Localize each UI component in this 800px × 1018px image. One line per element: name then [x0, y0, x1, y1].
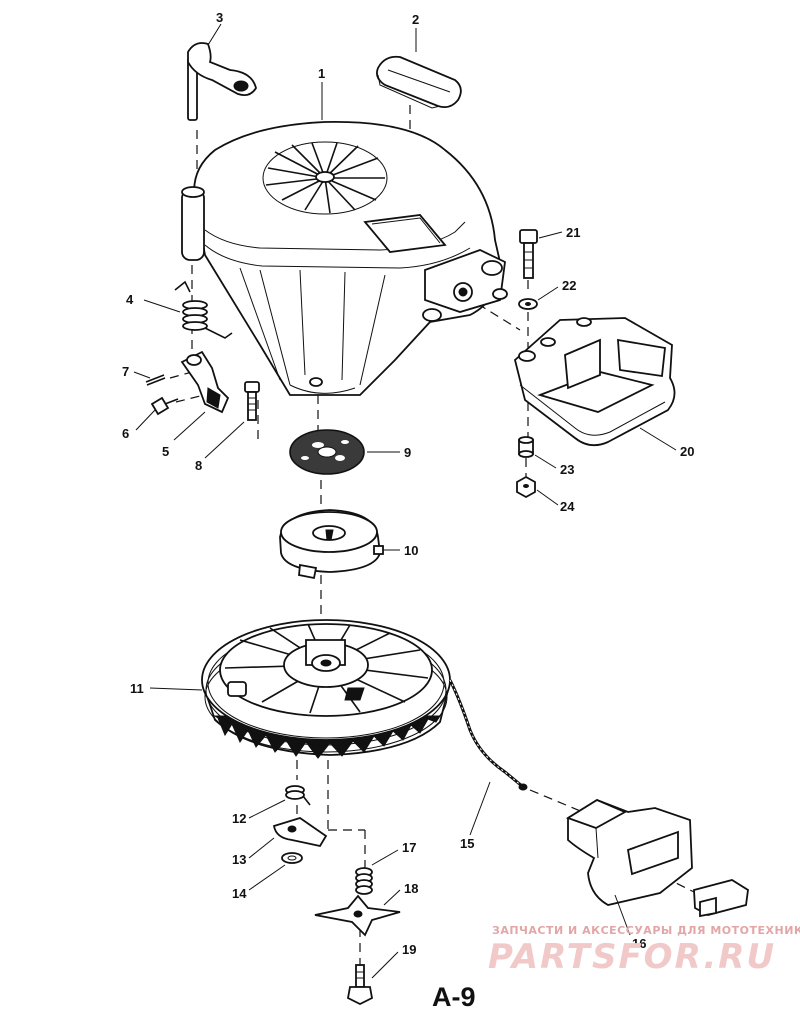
starter-handle	[565, 798, 749, 918]
brake-plate	[314, 894, 401, 937]
callout-5: 5	[162, 444, 169, 459]
callout-20: 20	[680, 444, 694, 459]
pulley-bolt	[346, 964, 374, 1006]
callout-8: 8	[195, 458, 202, 473]
callout-numbers: 1 2 3 4 5 6 7 8 9 10 11 12 13 14 15 16 1…	[122, 10, 694, 957]
watermark-logo: PARTSFOR.RU	[488, 937, 776, 977]
callout-7: 7	[122, 364, 129, 379]
callout-13: 13	[232, 852, 246, 867]
callout-23: 23	[560, 462, 574, 477]
rope-pulley	[201, 619, 451, 759]
drive-pawl	[272, 817, 328, 848]
callout-19: 19	[402, 942, 416, 957]
mounting-bracket	[513, 317, 676, 447]
friction-washer	[289, 429, 365, 475]
callout-15: 15	[460, 836, 474, 851]
spacer-sleeve	[518, 436, 534, 458]
hex-nut	[516, 475, 536, 499]
retainer-clip	[281, 852, 303, 864]
brake-spring	[355, 867, 373, 895]
callout-11: 11	[130, 681, 144, 696]
leader-lines	[133, 23, 677, 979]
pawl-spring	[285, 785, 311, 806]
callout-10: 10	[404, 543, 418, 558]
callout-22: 22	[562, 278, 576, 293]
callout-24: 24	[560, 499, 575, 514]
torsion-spring	[174, 280, 233, 339]
callout-16: 16	[632, 936, 646, 951]
housing-pad	[376, 55, 462, 109]
callout-18: 18	[404, 881, 418, 896]
housing-bolt	[244, 381, 260, 421]
callout-3: 3	[216, 10, 223, 25]
callout-2: 2	[412, 12, 419, 27]
callout-14: 14	[232, 886, 247, 901]
callout-12: 12	[232, 811, 246, 826]
callout-1: 1	[318, 66, 325, 81]
watermark: ЗАПЧАСТИ И АКСЕССУАРЫ ДЛЯ МОТОТЕХНИКИ PA…	[488, 924, 800, 977]
starter-rope	[448, 679, 528, 791]
starter-housing	[181, 120, 508, 396]
small-screw	[150, 396, 179, 416]
watermark-tagline: ЗАПЧАСТИ И АКСЕССУАРЫ ДЛЯ МОТОТЕХНИКИ	[492, 924, 800, 937]
callout-6: 6	[122, 426, 129, 441]
flat-washer	[518, 298, 538, 310]
callout-4: 4	[126, 292, 134, 307]
spring-cup	[279, 509, 384, 580]
callout-9: 9	[404, 445, 411, 460]
roll-pin	[145, 374, 166, 386]
figure-label: A-9	[432, 982, 476, 1012]
callout-17: 17	[402, 840, 416, 855]
latch-pawl	[180, 350, 230, 414]
control-lever	[187, 42, 257, 121]
callout-21: 21	[566, 225, 580, 240]
bracket-bolt	[519, 229, 538, 279]
